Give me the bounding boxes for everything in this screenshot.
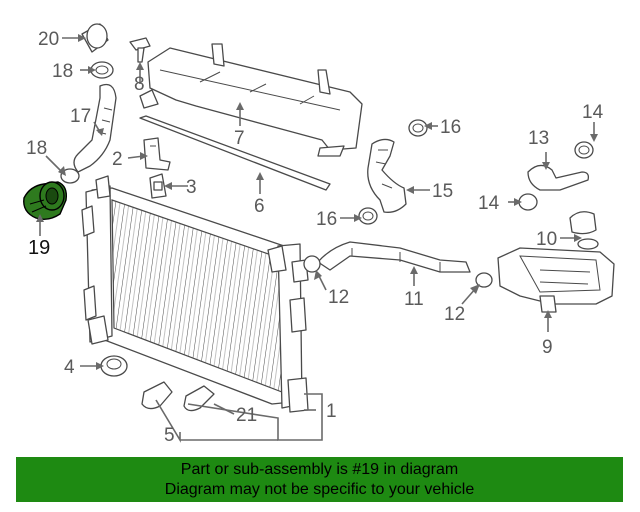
air-baffle — [139, 43, 363, 157]
filler-cap — [81, 23, 109, 53]
callout-20: 20 — [38, 29, 59, 50]
callout-21: 21 — [236, 405, 257, 426]
callout-15: 15 — [432, 181, 453, 202]
upper-hose — [73, 83, 117, 173]
callout-12-right: 12 — [444, 304, 465, 325]
mount-bracket — [149, 173, 167, 199]
overflow-hose — [527, 164, 590, 191]
callout-16-top: 16 — [440, 117, 461, 138]
seal-strip — [139, 115, 331, 191]
clamp-14a — [574, 141, 594, 159]
callout-14-top: 14 — [582, 102, 604, 123]
callout-10: 10 — [536, 229, 557, 250]
drain-fitting — [141, 381, 173, 410]
callout-2: 2 — [112, 149, 123, 170]
callout-16-lower: 16 — [316, 209, 337, 230]
callout-18-lower: 18 — [26, 138, 47, 159]
callout-3: 3 — [186, 177, 197, 198]
radiator — [81, 175, 309, 413]
banner-line-2: Diagram may not be specific to your vehi… — [164, 481, 475, 498]
clamp-12a — [303, 255, 321, 273]
callout-13: 13 — [528, 128, 549, 149]
callout-12-left: 12 — [328, 287, 349, 308]
callout-1: 1 — [326, 401, 337, 422]
callout-6: 6 — [254, 196, 265, 217]
info-banner: Part or sub-assembly is #19 in diagram D… — [16, 457, 623, 502]
callout-8: 8 — [134, 74, 145, 95]
callout-11: 11 — [404, 289, 424, 310]
arrowheads — [36, 34, 598, 370]
clamp-lower — [60, 168, 80, 184]
callout-18-top: 18 — [52, 61, 73, 82]
callout-19: 19 — [28, 237, 50, 259]
clamp-16b — [358, 207, 378, 225]
reservoir-cap — [569, 211, 599, 250]
callout-17: 17 — [70, 106, 91, 127]
bracket — [143, 137, 171, 171]
drain-plug — [100, 355, 128, 377]
push-clip — [129, 37, 151, 63]
callout-5: 5 — [164, 425, 175, 446]
clamp-16a — [408, 119, 428, 137]
callout-9: 9 — [542, 337, 553, 358]
callout-7: 7 — [234, 128, 245, 149]
callout-labels: 20 18 8 17 7 18 2 3 6 19 16 15 16 13 14 … — [26, 29, 604, 446]
lower-hose — [317, 241, 471, 273]
clamp-12b — [475, 272, 493, 288]
callout-14-lower: 14 — [478, 193, 500, 214]
highlighted-part-19 — [23, 181, 68, 221]
coolant-reservoir — [497, 247, 615, 313]
callout-4: 4 — [64, 357, 75, 378]
banner-line-1: Part or sub-assembly is #19 in diagram — [180, 461, 459, 478]
heater-hose — [367, 138, 407, 213]
